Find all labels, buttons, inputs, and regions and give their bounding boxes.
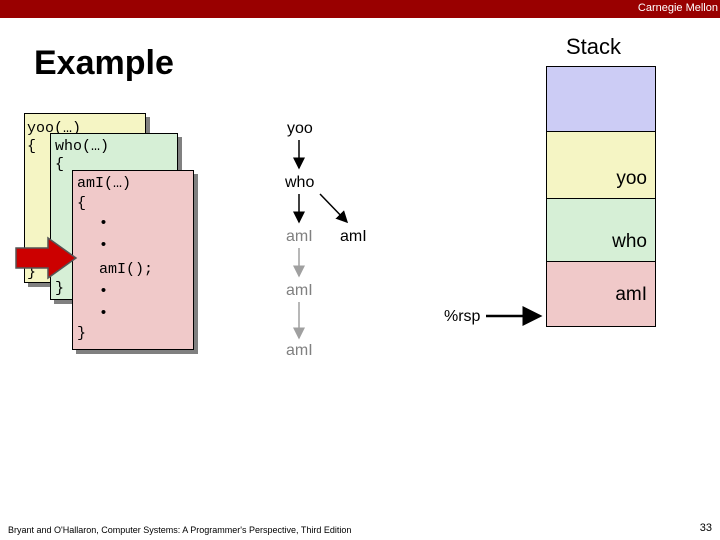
ami-open-brace: { <box>77 195 87 212</box>
tree-node-ami-4: amI <box>286 342 313 359</box>
tree-node-ami-3: amI <box>286 282 313 299</box>
who-open-brace: { <box>55 156 65 173</box>
brand-bar: Carnegie Mellon <box>0 0 720 18</box>
who-signature: who(…) <box>55 138 110 155</box>
rsp-label: %rsp <box>444 308 481 325</box>
red-arrow-icon <box>15 236 78 280</box>
tree-node-ami-1: amI <box>286 228 313 245</box>
ami-close-brace: } <box>77 325 87 342</box>
ami-dot-1: • <box>81 215 109 232</box>
who-close-brace: } <box>55 280 65 297</box>
stack-frame-yoo: yoo <box>546 131 656 199</box>
tree-node-who: who <box>285 174 315 191</box>
stack-frame-who-label: who <box>612 231 647 252</box>
tree-node-yoo: yoo <box>287 120 313 137</box>
tree-node-ami-2: amI <box>340 228 367 245</box>
slide-title: Example <box>34 44 174 82</box>
stack-frame-who: who <box>546 198 656 262</box>
ami-dot-3: • <box>81 283 109 300</box>
ami-dot-2: • <box>81 237 109 254</box>
ami-recursive-call: amI(); <box>81 261 154 278</box>
footer-citation: Bryant and O'Hallaron, Computer Systems:… <box>8 525 352 535</box>
stack-cell-top <box>546 66 656 132</box>
yoo-signature: yoo(…) <box>27 120 82 137</box>
org-name: Carnegie Mellon <box>637 2 718 14</box>
stack-frame-yoo-label: yoo <box>616 168 647 189</box>
stack-frame-ami-label: amI <box>615 284 647 305</box>
yoo-open-brace: { <box>27 138 37 155</box>
page-number: 33 <box>699 522 712 534</box>
ami-signature: amI(…) <box>77 175 132 192</box>
yoo-close-brace: } <box>27 264 37 281</box>
stack-frame-ami: amI <box>546 261 656 327</box>
ami-dot-4: • <box>81 305 109 322</box>
stack-title: Stack <box>566 34 622 59</box>
ami-frame: amI(…) { • • amI(); • • } <box>72 170 194 350</box>
tree-edge-who-ami-right <box>319 193 349 224</box>
